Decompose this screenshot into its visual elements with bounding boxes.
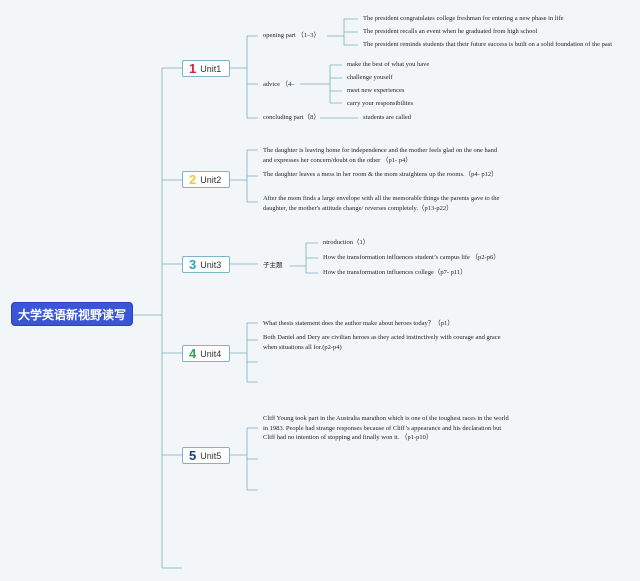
unit-4-number: 4 (189, 346, 197, 361)
unit4-item[interactable]: Both Daniel and Dery are civilian heroes… (263, 334, 501, 351)
unit1-opening-item[interactable]: The president congratulates college fres… (363, 15, 564, 22)
unit1-concluding-item[interactable]: students are called (363, 114, 412, 121)
root-topic[interactable]: 大学英语新视野读写 (12, 303, 132, 325)
unit1-advice-item[interactable]: challenge youself (347, 74, 393, 81)
unit1-opening-item[interactable]: The president reminds students that thei… (363, 41, 613, 48)
unit-4-topic[interactable]: 4 Unit4 (182, 345, 230, 362)
unit-5-number: 5 (189, 448, 197, 463)
unit1-advice-item[interactable]: carry your responsibilites (347, 100, 414, 107)
unit-5-topic[interactable]: 5 Unit5 (182, 447, 230, 464)
unit3-item[interactable]: How the transformation influences colleg… (323, 269, 467, 276)
unit-2-label: Unit2 (200, 174, 222, 185)
unit1-opening-part[interactable]: opening part （1–3） (263, 32, 321, 39)
unit1-advice-item[interactable]: meet new experiences (347, 87, 405, 94)
unit-3-number: 3 (189, 257, 197, 272)
unit1-concluding-part[interactable]: concluding part（8） (263, 114, 320, 121)
unit-5-label: Unit5 (200, 450, 222, 461)
unit-3-topic[interactable]: 3 Unit3 (182, 256, 230, 273)
unit-4-label: Unit4 (200, 348, 222, 359)
unit-2-number: 2 (189, 172, 197, 187)
unit-2-topic[interactable]: 2 Unit2 (182, 171, 230, 188)
unit3-subtopic[interactable]: 子主题 (263, 261, 283, 269)
unit4-item[interactable]: What thesis statement does the author ma… (263, 320, 454, 327)
unit-1-label: Unit1 (200, 63, 222, 74)
unit2-item[interactable]: The daughter leaves a mess in her room &… (263, 171, 498, 178)
unit-1-topic[interactable]: 1 Unit1 (182, 60, 230, 77)
unit2-item[interactable]: After the mom finds a large envelope wit… (263, 195, 500, 212)
unit1-opening-item[interactable]: The president recalls an event when he g… (363, 28, 538, 35)
unit5-item[interactable]: Cliff Young took part in the Australia m… (263, 415, 509, 441)
unit3-item[interactable]: How the transformation influences studen… (323, 254, 500, 261)
unit-1-number: 1 (189, 61, 197, 76)
unit1-advice[interactable]: advice （4– (263, 81, 295, 88)
unit2-item[interactable]: The daughter is leaving home for indepen… (263, 147, 498, 164)
unit3-item[interactable]: ntroduction（1） (323, 239, 370, 246)
unit1-advice-item[interactable]: make the best of what you have (347, 61, 430, 68)
unit-3-label: Unit3 (200, 259, 222, 270)
